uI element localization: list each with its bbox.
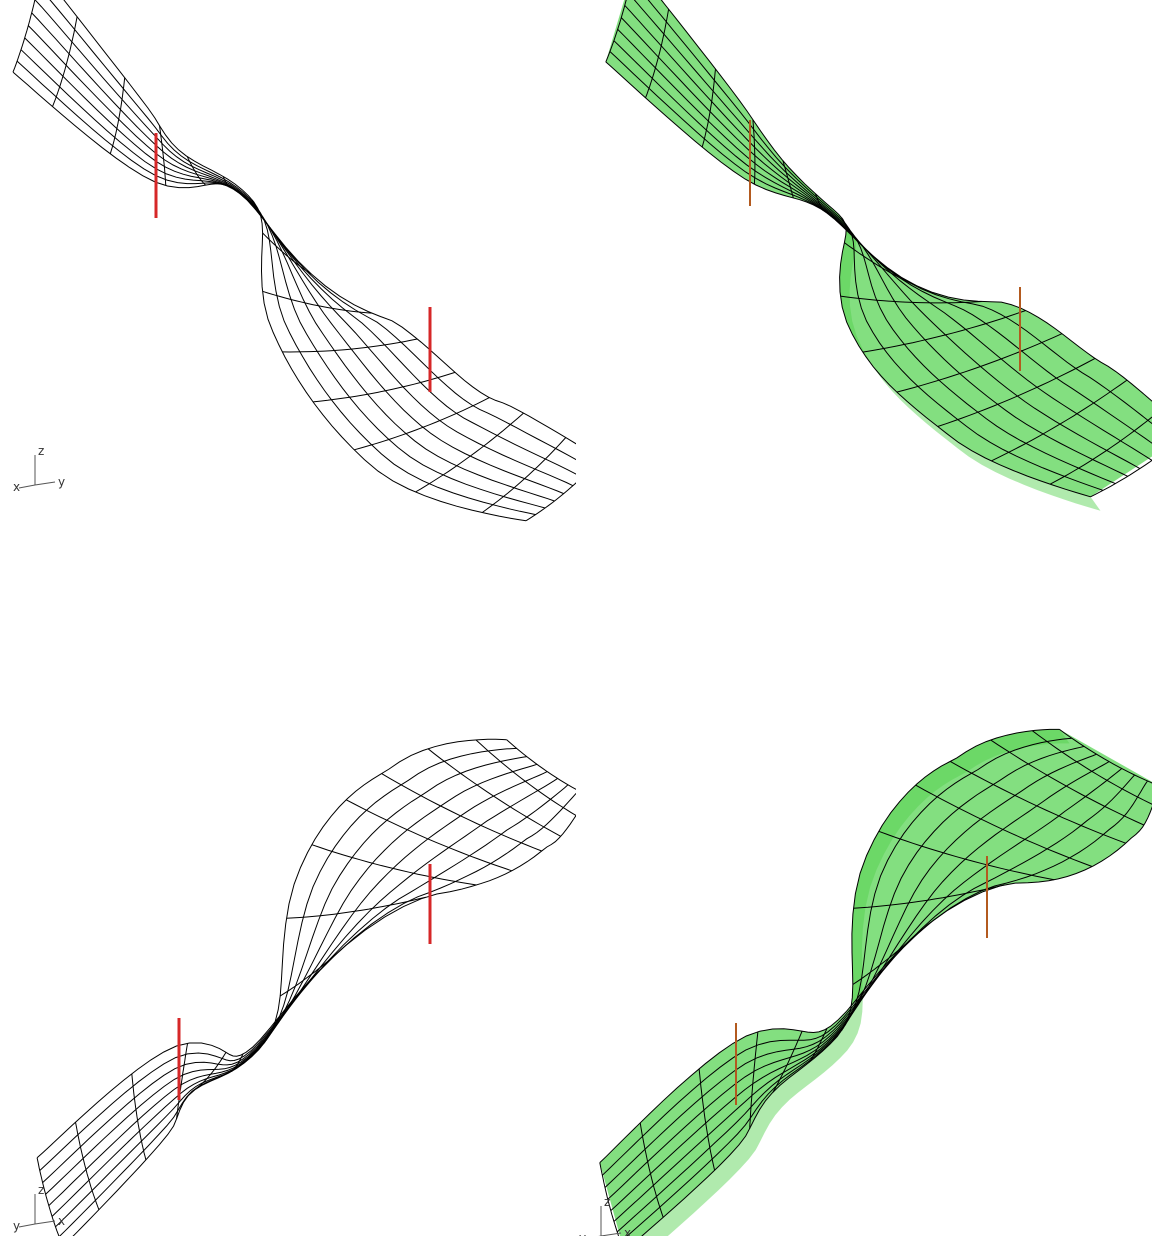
- axis-label: y: [13, 1219, 20, 1233]
- wireframe-rear-view: z y x: [13, 738, 576, 1236]
- panel-shaded-front: zxy: [576, 0, 1152, 618]
- mesh-line-u: [131, 1073, 147, 1161]
- mesh-line-u: [506, 739, 576, 790]
- mesh-line-u: [1059, 728, 1152, 784]
- mesh-line-v: [616, 745, 1085, 1233]
- surface-fill: [599, 729, 1152, 1236]
- surface-fill: [605, 0, 1152, 511]
- mesh-line-v: [641, 728, 1060, 1236]
- axis-label: z: [38, 444, 44, 458]
- mesh-line-u: [311, 844, 477, 886]
- surface-mesh: [605, 0, 1152, 498]
- axis-label: x: [13, 480, 20, 494]
- mesh-line-v: [620, 17, 1141, 470]
- mesh-line-v: [72, 738, 507, 1236]
- axis-triad: z y x: [13, 1183, 65, 1233]
- axis-label: x: [58, 1214, 65, 1228]
- surface-mesh: [599, 728, 1152, 1236]
- panel-shaded-rear: z y x: [576, 618, 1152, 1236]
- mesh-line-v: [610, 761, 1110, 1211]
- triad-axis-left: [18, 484, 36, 489]
- mesh-line-v: [647, 0, 1104, 491]
- axis-label: y: [58, 475, 65, 489]
- mesh-line-v: [49, 0, 536, 516]
- triad-axis-right: [34, 481, 56, 486]
- marker-group: [749, 120, 1021, 371]
- mesh-line-v: [31, 12, 555, 502]
- mesh-line-v: [55, 756, 527, 1228]
- mesh-line-v: [24, 37, 574, 487]
- mesh-line-u: [52, 16, 78, 107]
- mesh-line-v: [51, 763, 538, 1217]
- mesh-line-v: [20, 49, 576, 475]
- surface-patch: [605, 0, 1152, 497]
- marker-group: [735, 856, 988, 1105]
- surface-mesh: [36, 738, 576, 1236]
- mesh-line-v: [63, 0, 527, 522]
- shaded-rear-view: z y x: [579, 728, 1152, 1236]
- axis-label: x: [624, 1226, 631, 1236]
- mesh-line-v: [613, 40, 1152, 444]
- mesh-line-u: [381, 773, 542, 852]
- triad-axis-left: [18, 1223, 36, 1228]
- triad-axis-right: [600, 1232, 622, 1236]
- mesh-line-v: [633, 0, 1116, 485]
- mesh-line-v: [34, 0, 546, 509]
- mesh-line-v: [607, 768, 1123, 1200]
- surface-mesh: [12, 0, 576, 522]
- axis-triad: z y x: [579, 1195, 631, 1236]
- mesh-line-v: [609, 51, 1152, 425]
- mesh-line-v: [45, 777, 558, 1195]
- axis-triad: z x y: [13, 444, 65, 494]
- mesh-line-u: [605, 0, 627, 63]
- marker-group: [177, 864, 432, 1100]
- axis-label: z: [38, 1183, 44, 1197]
- mesh-line-v: [12, 71, 576, 445]
- mesh-line-v: [59, 747, 517, 1236]
- mesh-line-v: [613, 753, 1097, 1222]
- shaded-front-view: zxy: [605, 0, 1152, 511]
- mesh-line-v: [16, 60, 576, 461]
- mesh-line-v: [624, 5, 1128, 477]
- triad-axis-right: [34, 1220, 56, 1225]
- mesh-line-v: [27, 25, 564, 495]
- mesh-line-v: [660, 0, 1091, 498]
- mesh-line-v: [599, 806, 1152, 1163]
- mesh-line-u: [599, 1162, 620, 1236]
- mesh-line-u: [286, 896, 426, 919]
- marker-group: [154, 133, 432, 392]
- axis-label: z: [604, 1195, 610, 1209]
- panel-wireframe-rear: z y x: [0, 618, 576, 1236]
- mesh-line-u: [75, 1122, 100, 1210]
- mesh-line-v: [617, 29, 1152, 461]
- axis-label: y: [579, 1231, 586, 1236]
- mesh-line-v: [48, 771, 548, 1206]
- mesh-line-u: [282, 338, 418, 353]
- panel-wireframe-front: z x y: [0, 0, 576, 618]
- mesh-line-v: [626, 737, 1072, 1236]
- mesh-line-v: [36, 814, 576, 1159]
- mesh-line-u: [475, 739, 576, 816]
- surface-patch: [599, 729, 1152, 1236]
- mesh-line-v: [605, 61, 1152, 402]
- wireframe-front-view: z x y: [12, 0, 576, 522]
